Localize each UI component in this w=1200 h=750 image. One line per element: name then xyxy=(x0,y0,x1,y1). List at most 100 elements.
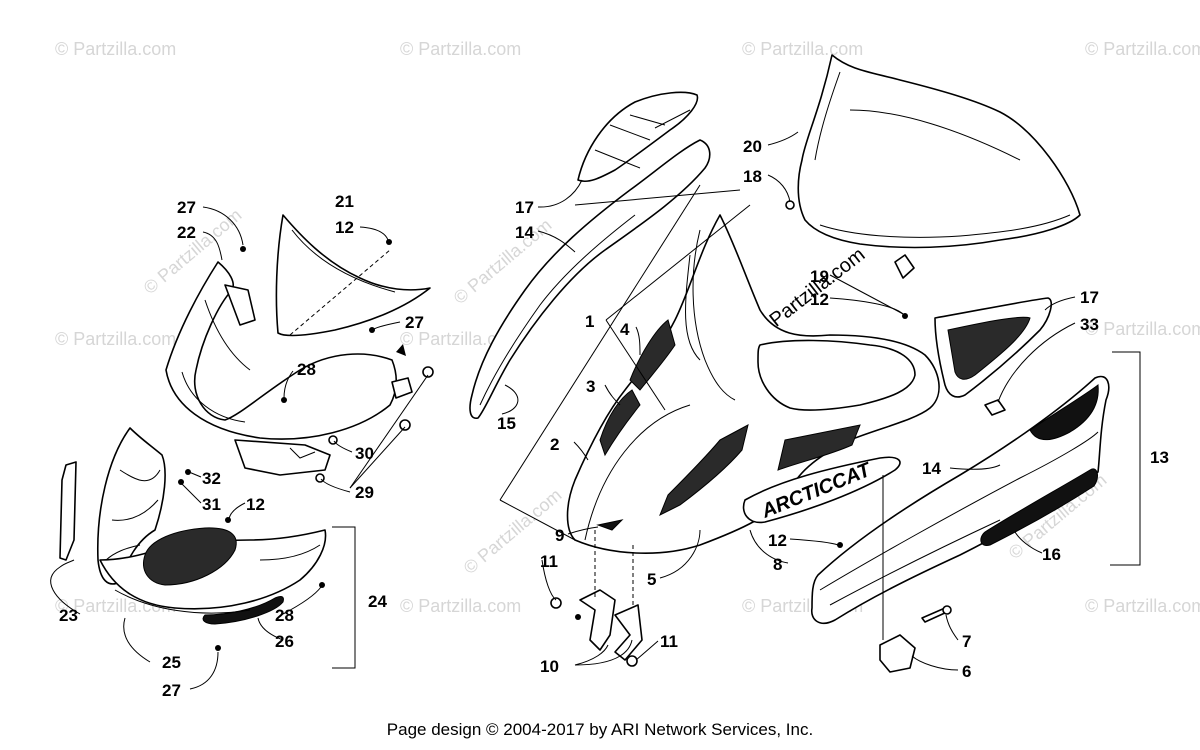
part-21-windshield xyxy=(275,214,431,337)
part-6-bumper xyxy=(879,634,916,673)
part-23-trim-strip xyxy=(59,461,77,561)
watermark: © Partzilla.com xyxy=(742,39,863,59)
screw-icon xyxy=(837,542,843,548)
part-4-vent-mesh xyxy=(629,319,676,391)
callout-23: 23 xyxy=(59,606,78,625)
callout-12: 12 xyxy=(768,531,787,550)
callout-1: 1 xyxy=(585,312,594,331)
part-9-emblem xyxy=(596,519,624,531)
callout-24: 24 xyxy=(368,592,387,611)
grommet-icon xyxy=(399,419,411,431)
callout-29: 29 xyxy=(355,483,374,502)
callout-12: 12 xyxy=(246,495,265,514)
screw-icon xyxy=(281,397,287,403)
callout-25: 25 xyxy=(162,653,181,672)
callout-3: 3 xyxy=(586,377,595,396)
watermark: © Partzilla.com xyxy=(1085,319,1200,339)
callout-27: 27 xyxy=(405,313,424,332)
screw-icon xyxy=(178,479,184,485)
screw-icon xyxy=(185,469,191,475)
callout-13: 13 xyxy=(1150,448,1169,467)
part-17-vent-bracket xyxy=(577,91,699,183)
callout-14: 14 xyxy=(922,459,941,478)
callout-11: 11 xyxy=(540,552,558,571)
center-assembly: ARCTICCAT xyxy=(469,54,1141,673)
part-17-side-vent-mesh xyxy=(947,316,1031,380)
watermark: © Partzilla.com xyxy=(1085,39,1200,59)
callout-17: 17 xyxy=(515,198,534,217)
part-10-bracket-2 xyxy=(614,604,643,661)
screw-icon xyxy=(369,327,375,333)
callout-8: 8 xyxy=(773,555,782,574)
callout-6: 6 xyxy=(962,662,971,681)
part-33-clip xyxy=(984,399,1006,416)
part-20-windshield xyxy=(797,54,1081,249)
screw-icon xyxy=(240,246,246,252)
part-side-vent-mesh xyxy=(659,424,749,517)
callouts: 27 22 21 12 27 28 30 29 32 31 12 24 23 2… xyxy=(59,137,1169,700)
callout-7: 7 xyxy=(962,632,971,651)
callout-27: 27 xyxy=(162,681,181,700)
watermark: © Partzilla.com xyxy=(400,596,521,616)
callout-30: 30 xyxy=(355,444,374,463)
callout-14: 14 xyxy=(515,223,534,242)
callout-28: 28 xyxy=(275,606,294,625)
callout-19: 19 xyxy=(810,267,829,286)
part-13-panel-stripe xyxy=(1029,384,1099,441)
bolt-head-icon xyxy=(942,605,952,615)
nut-icon xyxy=(626,655,638,667)
callout-18: 18 xyxy=(743,167,762,186)
part-13-side-panel xyxy=(810,375,1110,624)
watermark: © Partzilla.com xyxy=(400,39,521,59)
callout-28: 28 xyxy=(297,360,316,379)
callout-12: 12 xyxy=(335,218,354,237)
nut-icon xyxy=(550,597,562,609)
arrow-icon xyxy=(396,344,406,356)
part-26-decal xyxy=(202,596,284,625)
watermark: © Partzilla.com xyxy=(1085,596,1200,616)
callout-22: 22 xyxy=(177,223,196,242)
callout-33: 33 xyxy=(1080,315,1099,334)
washer-icon xyxy=(785,200,795,210)
callout-27: 27 xyxy=(177,198,196,217)
screw-icon xyxy=(386,239,392,245)
part-22-cowl-frame xyxy=(165,261,398,440)
part-hood-windscreen-opening xyxy=(757,339,916,411)
page-footer: Page design © 2004-2017 by ARI Network S… xyxy=(386,720,814,739)
part-14-trim-strip xyxy=(469,139,711,419)
part-3-vent-mesh xyxy=(599,389,641,457)
part-20-mount xyxy=(894,254,915,279)
callout-31: 31 xyxy=(202,495,221,514)
part-8-decal xyxy=(742,456,901,524)
callout-20: 20 xyxy=(743,137,762,156)
part-22-inner-bracket xyxy=(224,284,256,326)
watermark: © Partzilla.com xyxy=(55,39,176,59)
callout-32: 32 xyxy=(202,469,221,488)
callout-5: 5 xyxy=(647,570,656,589)
callout-21: 21 xyxy=(335,192,354,211)
callout-10: 10 xyxy=(540,657,559,676)
screw-icon xyxy=(215,645,221,651)
callout-16: 16 xyxy=(1042,545,1061,564)
callout-11: 11 xyxy=(660,632,678,651)
part-side-vent-mesh-2 xyxy=(777,424,861,471)
part-29-bracket xyxy=(391,377,413,399)
screw-icon xyxy=(319,582,325,588)
part-intake-mesh xyxy=(143,527,237,586)
callout-26: 26 xyxy=(275,632,294,651)
screw-icon xyxy=(575,614,581,620)
callout-12: 12 xyxy=(810,290,829,309)
callout-15: 15 xyxy=(497,414,516,433)
callout-4: 4 xyxy=(620,320,630,339)
part-tray xyxy=(234,439,331,476)
callout-2: 2 xyxy=(550,435,559,454)
part-10-bracket xyxy=(579,589,616,651)
callout-9: 9 xyxy=(555,526,564,545)
watermark: © Partzilla.com xyxy=(55,329,176,349)
left-assembly xyxy=(50,206,434,690)
part-16-panel-decal xyxy=(980,468,1098,547)
fastener-icon xyxy=(422,366,434,378)
screw-icon xyxy=(225,517,231,523)
callout-17: 17 xyxy=(1080,288,1099,307)
